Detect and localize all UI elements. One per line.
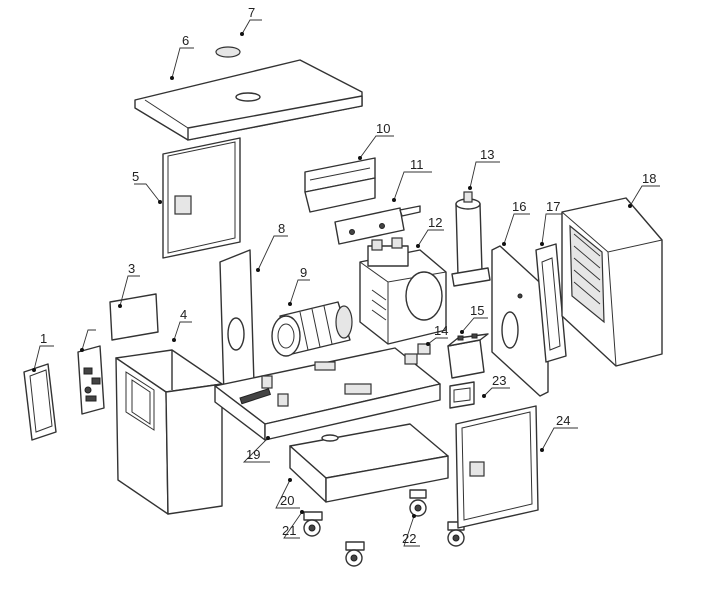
part-24-door-panel <box>455 405 539 529</box>
part-16-frame-panel <box>491 245 549 397</box>
part-14-clip <box>417 343 431 355</box>
callout-17: 17 <box>546 199 560 214</box>
part-7-cap <box>215 46 241 58</box>
part-1-frame <box>23 363 57 441</box>
part-21-caster <box>303 511 323 537</box>
callout-20: 20 <box>280 493 294 508</box>
callout-1: 1 <box>40 331 47 346</box>
callout-18: 18 <box>642 171 656 186</box>
part-12-engine <box>359 237 447 345</box>
callout-24: 24 <box>556 413 570 428</box>
callout-15: 15 <box>470 303 484 318</box>
callout-13: 13 <box>480 147 494 162</box>
callout-10: 10 <box>376 121 390 136</box>
part-5-side-panel <box>162 137 241 259</box>
callout-21: 21 <box>282 523 296 538</box>
part-18-rear-housing <box>561 197 663 367</box>
callout-12: 12 <box>428 215 442 230</box>
part-10-rail <box>304 157 376 213</box>
part-17-panel <box>535 243 567 363</box>
callout-4: 4 <box>180 307 187 322</box>
part-20-lower-tray <box>289 423 449 503</box>
part-21-caster-b <box>345 541 365 567</box>
callout-14: 14 <box>434 323 448 338</box>
callout-labels: 1 3 4 5 6 7 8 9 10 11 12 13 14 15 16 17 … <box>40 5 656 546</box>
part-22-caster <box>409 489 427 517</box>
leader-dots <box>32 32 632 518</box>
callout-5: 5 <box>132 169 139 184</box>
part-13-cylinder <box>451 191 491 287</box>
part-15-battery <box>447 333 489 379</box>
callout-23: 23 <box>492 373 506 388</box>
callout-9: 9 <box>300 265 307 280</box>
part-8-vertical-panel <box>219 249 255 397</box>
part-23-bracket <box>449 381 475 409</box>
part-19-base-tray <box>214 347 441 441</box>
callout-22: 22 <box>402 531 416 546</box>
callout-11: 11 <box>410 157 424 172</box>
callout-7: 7 <box>248 5 255 20</box>
callout-3: 3 <box>128 261 135 276</box>
part-11-bracket <box>334 205 421 245</box>
part-3-plate <box>109 293 159 341</box>
callout-16: 16 <box>512 199 526 214</box>
part-6-top-cover <box>134 59 363 141</box>
callout-19: 19 <box>246 447 260 462</box>
callout-6: 6 <box>182 33 189 48</box>
callout-8: 8 <box>278 221 285 236</box>
part-control-panel <box>77 345 105 415</box>
part-9-alternator <box>271 301 353 357</box>
leader-lines <box>33 19 660 547</box>
part-4-housing-box <box>115 349 223 515</box>
